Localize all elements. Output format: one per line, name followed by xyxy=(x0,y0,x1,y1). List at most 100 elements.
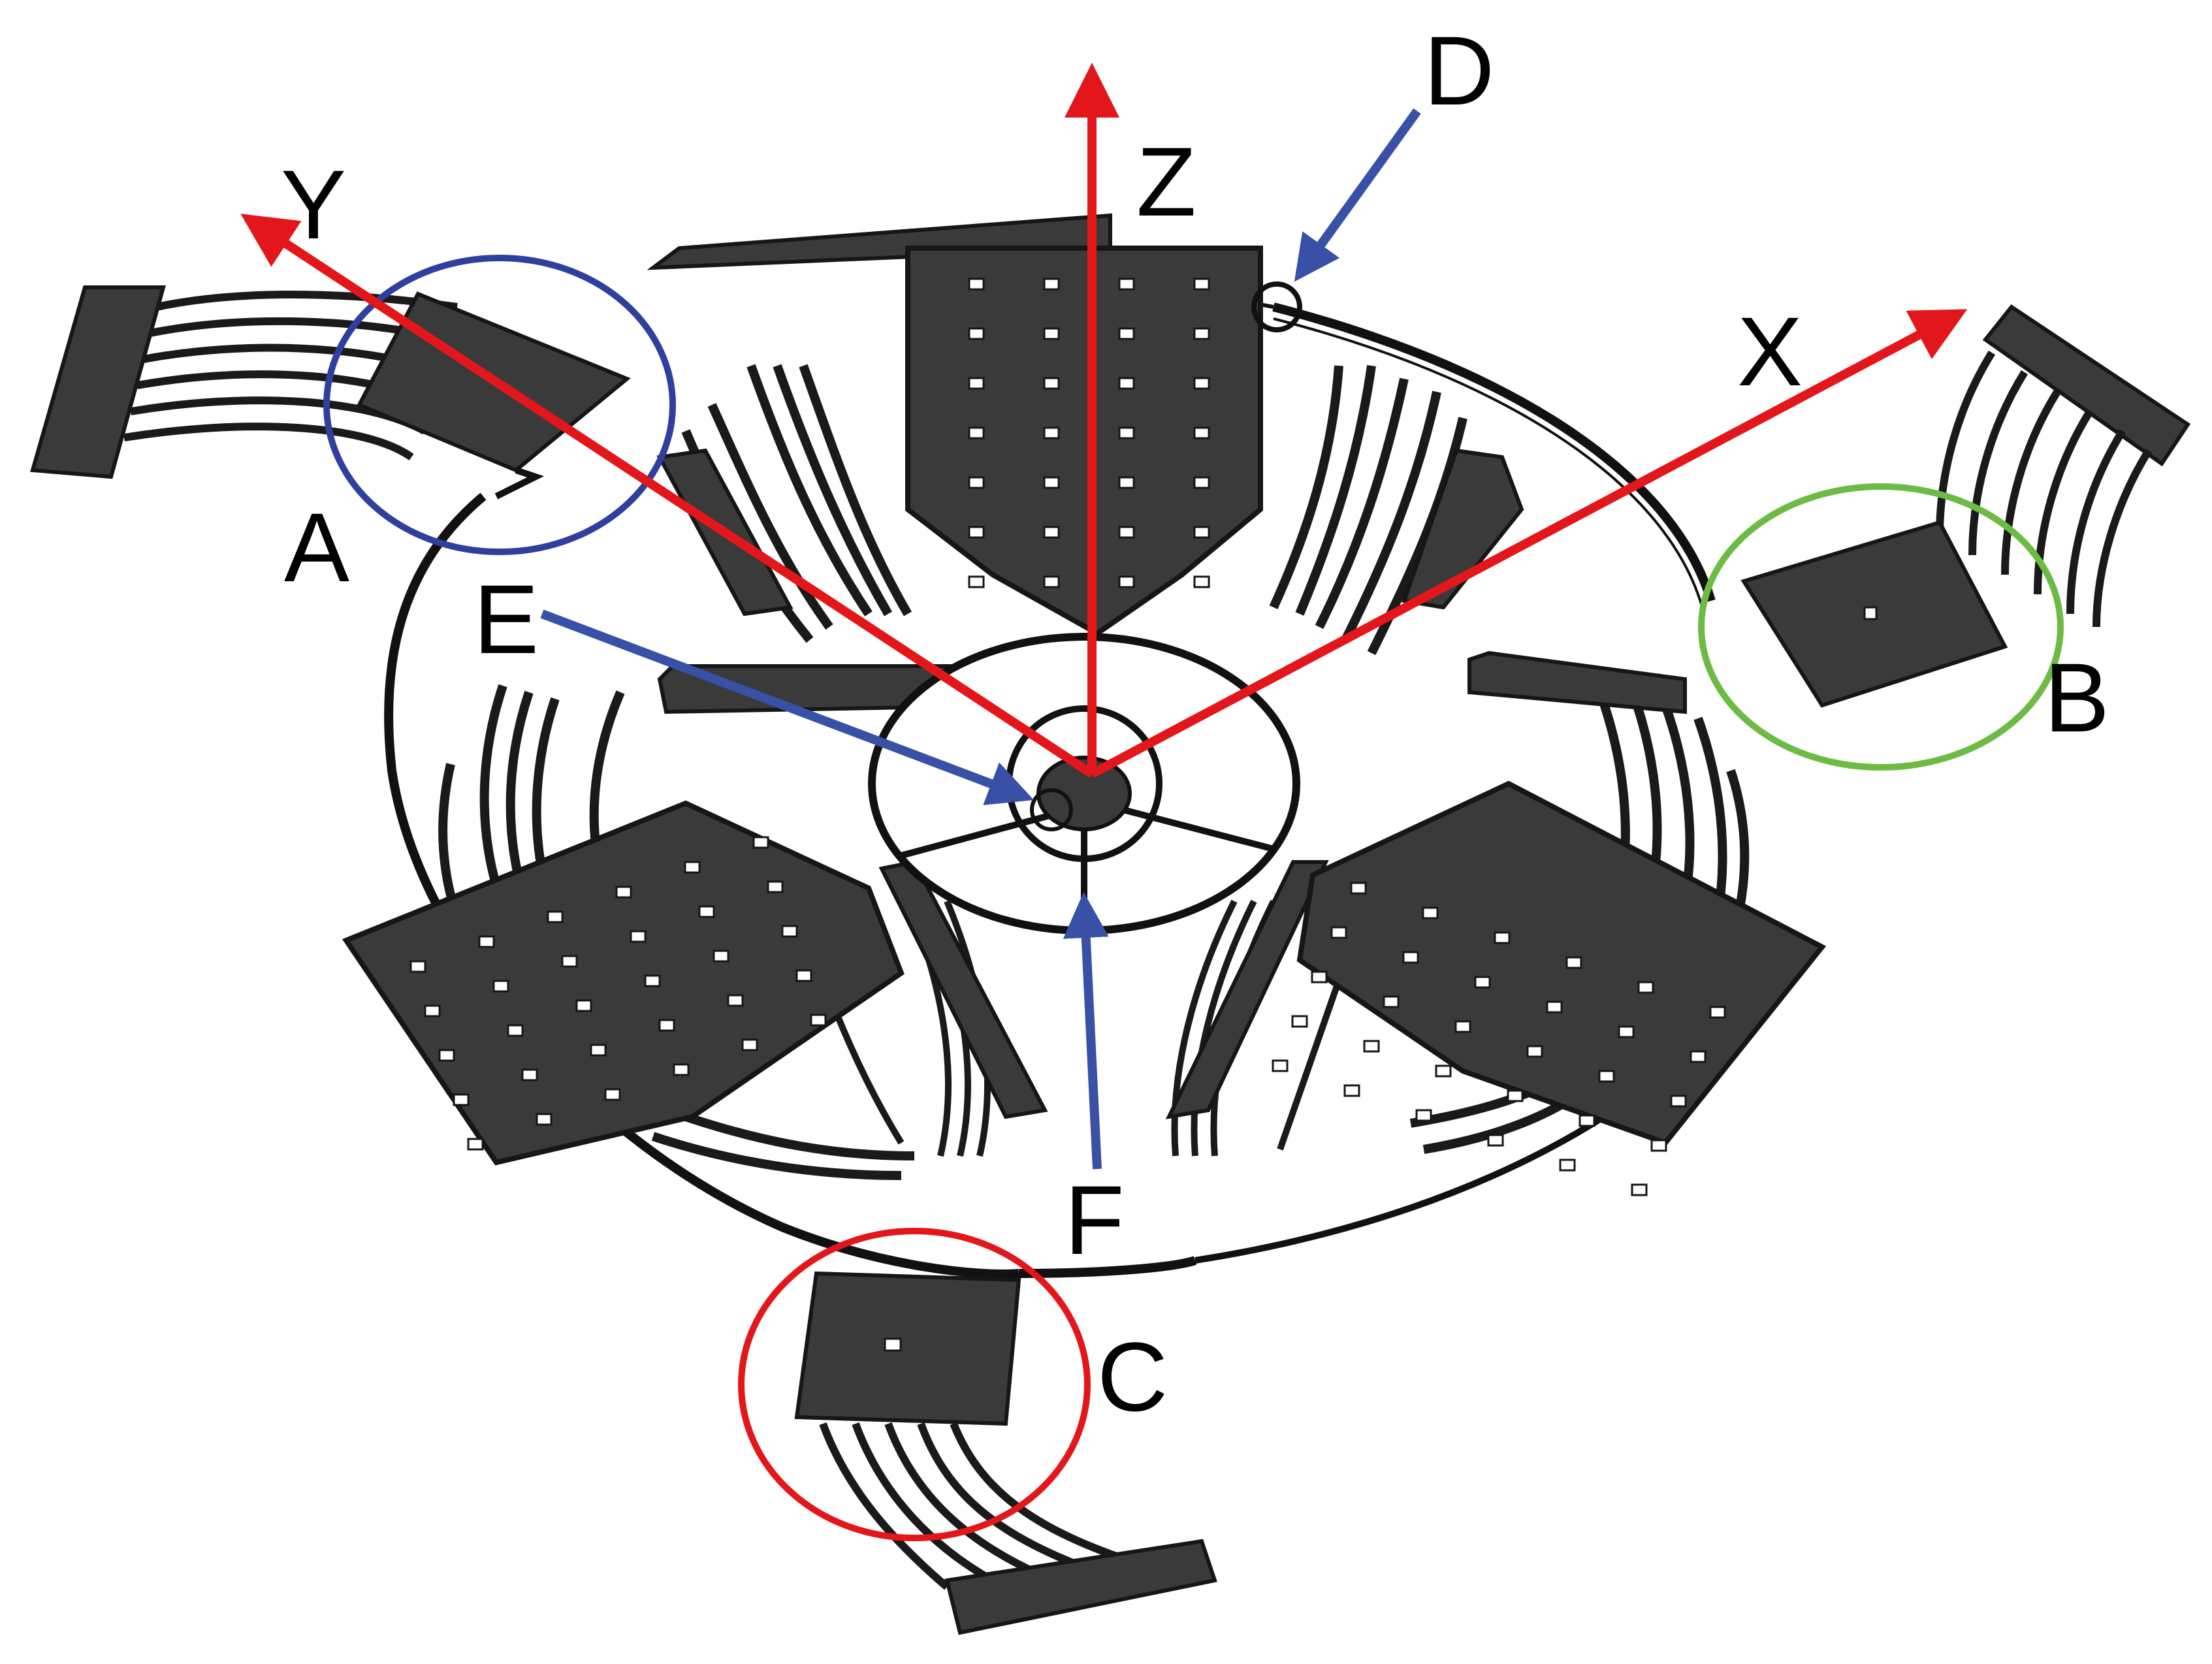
perforation-hole xyxy=(1272,1059,1289,1072)
perforation-hole xyxy=(968,575,985,588)
label-d: D xyxy=(1424,16,1494,125)
perforation-hole xyxy=(673,1063,690,1076)
platform-holes xyxy=(409,278,1726,1196)
perforation-hole xyxy=(968,476,985,489)
perforation-hole xyxy=(1193,327,1210,340)
perforation-hole xyxy=(547,910,564,923)
perforation-hole xyxy=(536,1113,553,1126)
perforation-hole xyxy=(1494,931,1511,944)
perforation-hole xyxy=(1118,526,1135,539)
perforation-hole xyxy=(575,999,592,1012)
perforation-hole xyxy=(1343,1084,1360,1097)
x-axis-arrow xyxy=(1089,309,1968,778)
perforation-hole xyxy=(590,1044,607,1057)
central-hub xyxy=(868,633,1300,935)
highlight-circle-c xyxy=(738,1228,1091,1541)
platform-left xyxy=(342,800,905,1166)
perforation-hole xyxy=(1043,476,1060,489)
perforation-hole xyxy=(1118,476,1135,489)
perforation-hole xyxy=(1598,1070,1615,1083)
perforation-hole xyxy=(409,960,426,973)
perforation-hole xyxy=(1118,377,1135,390)
perforation-hole xyxy=(438,1049,455,1062)
perforation-hole xyxy=(1415,1109,1432,1122)
perforation-hole xyxy=(795,969,812,982)
perforation-hole xyxy=(658,1019,675,1032)
x-axis-label: X xyxy=(1737,296,1803,406)
perforation-hole xyxy=(1043,426,1060,440)
perforation-hole xyxy=(1637,981,1654,994)
perforation-hole xyxy=(424,1004,441,1017)
perforation-hole xyxy=(1118,575,1135,588)
perforation-hole xyxy=(453,1093,470,1106)
perforation-hole xyxy=(1193,476,1210,489)
perforation-hole xyxy=(1474,976,1491,989)
highlight-circle-d xyxy=(1251,281,1302,332)
label-b: B xyxy=(2044,643,2109,752)
coordinate-axes xyxy=(240,63,1968,778)
perforation-hole xyxy=(1422,906,1439,920)
perforation-hole xyxy=(521,1068,538,1081)
perforation-hole xyxy=(507,1024,524,1037)
perforation-hole xyxy=(1690,1050,1707,1063)
pointer-arrows xyxy=(540,108,1421,1170)
perforation-hole xyxy=(604,1088,621,1101)
perforation-hole xyxy=(968,377,985,390)
label-e: E xyxy=(473,564,539,674)
label-f: F xyxy=(1065,1165,1125,1275)
perforation-hole xyxy=(968,526,985,539)
perforation-hole xyxy=(727,994,744,1007)
perforation-hole xyxy=(630,930,647,943)
perforation-hole xyxy=(1193,278,1210,291)
perforation-hole xyxy=(467,1138,484,1151)
y-axis-arrow xyxy=(240,214,1095,778)
highlight-circle-b xyxy=(1698,483,2064,771)
perforation-hole xyxy=(1043,327,1060,340)
highlight-circle-a xyxy=(323,255,676,555)
perforation-hole xyxy=(1311,970,1328,984)
perforation-hole xyxy=(968,278,985,291)
perforation-hole xyxy=(1193,575,1210,588)
perforation-hole xyxy=(1670,1095,1687,1108)
perforation-hole xyxy=(698,905,715,918)
perforation-hole xyxy=(1526,1045,1543,1058)
perforation-hole xyxy=(1043,377,1060,390)
perforation-hole xyxy=(1650,1139,1667,1152)
perforation-hole xyxy=(1507,1089,1524,1102)
perforation-hole xyxy=(968,327,985,340)
perforation-hole xyxy=(1454,1020,1471,1033)
perforation-hole xyxy=(1043,575,1060,588)
perforation-hole xyxy=(1618,1025,1635,1038)
pointer-f-arrow xyxy=(1063,892,1109,1170)
pointer-e-arrow xyxy=(540,609,1034,805)
perforation-hole xyxy=(713,950,729,963)
perforation-hole xyxy=(1579,1114,1595,1127)
perforation-hole xyxy=(1330,926,1347,939)
perforation-hole xyxy=(1118,426,1135,440)
perforation-hole xyxy=(741,1038,758,1051)
perforation-hole xyxy=(810,1014,827,1027)
perforation-hole xyxy=(1363,1040,1380,1053)
perforation-hole xyxy=(1193,377,1210,390)
perforation-hole xyxy=(1565,956,1582,969)
perforation-hole xyxy=(1435,1064,1452,1078)
pad-b xyxy=(1740,304,2191,708)
comb-bars xyxy=(647,213,1687,1119)
pointer-d-arrow xyxy=(1294,108,1421,282)
perforation-hole xyxy=(781,925,798,938)
perforation-hole xyxy=(1043,278,1060,291)
perforation-hole xyxy=(1487,1134,1504,1147)
perforation-hole xyxy=(1043,526,1060,539)
perforation-hole xyxy=(478,935,495,948)
y-axis-label: Y xyxy=(281,150,346,259)
perforation-hole xyxy=(644,974,661,987)
pad-c xyxy=(794,1271,1217,1635)
perforation-hole xyxy=(968,426,985,440)
perforation-hole xyxy=(1118,327,1135,340)
perforation-hole xyxy=(1383,995,1400,1008)
z-axis-label: Z xyxy=(1136,127,1196,236)
perforation-hole xyxy=(1118,278,1135,291)
perforation-hole xyxy=(767,880,784,893)
perforation-hole xyxy=(1291,1015,1308,1028)
